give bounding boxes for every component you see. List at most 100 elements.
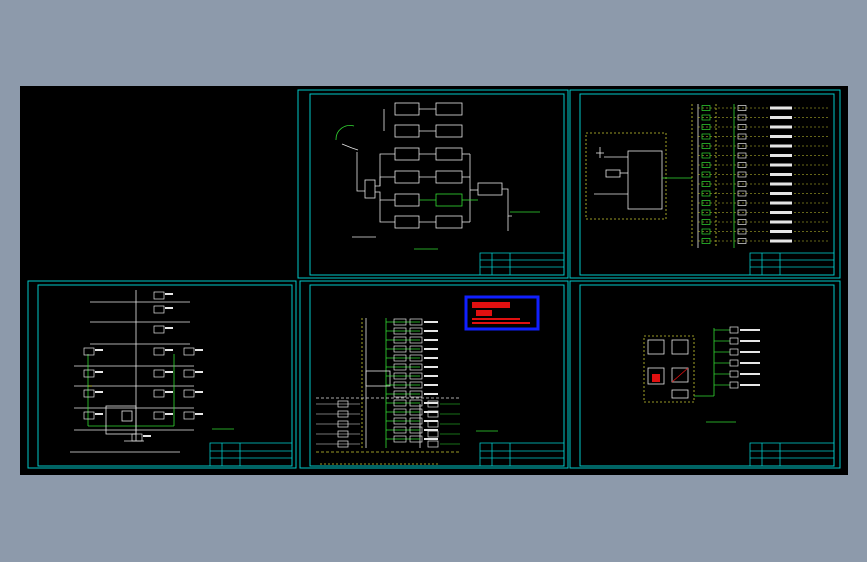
output-label [740,329,760,331]
riser-label [770,163,792,167]
riser-label [770,106,792,110]
panel-label [424,366,438,368]
breaker-symbol [393,345,407,353]
outlet-symbol [737,133,747,140]
riser-label [770,135,792,138]
outlet-symbol [737,171,747,178]
riser-label [770,125,792,129]
breaker-symbol [393,426,407,434]
device-label [95,371,103,373]
tap-symbol [701,105,711,111]
panel-label [424,438,438,440]
tap-symbol [701,219,711,225]
title-blocks [209,252,835,467]
device-label [165,391,173,393]
tv-outlet-icon [153,305,165,314]
device-label [195,413,203,415]
breaker-symbol [409,372,423,380]
device-label [95,391,103,393]
drawing-sheets [27,89,841,469]
output-label [740,362,760,364]
branch-symbol [337,420,349,428]
output-connector-icon [729,359,739,367]
breaker-symbol [409,417,423,425]
breaker-symbol [409,390,423,398]
tap-symbol [701,114,711,121]
device-label [165,327,173,329]
panel-label [424,402,438,404]
panel-label [424,393,438,395]
riser-label [770,116,792,119]
breaker-symbol [393,408,407,416]
riser-label [770,201,792,205]
riser-label [770,173,792,176]
output-connector-icon [729,370,739,378]
tap-symbol [701,238,711,244]
output-label [740,373,760,375]
breaker-symbol [393,354,407,362]
tv-outlet-icon [83,369,95,378]
tap-symbol [701,209,711,216]
device-label [95,349,103,351]
tv-outlet-icon [83,411,95,420]
output-label [740,340,760,342]
riser-diagram [585,104,735,248]
breaker-symbol [393,381,407,389]
tv-outlet-icon [153,347,165,356]
branch-symbol [337,410,349,418]
device-label [195,371,203,373]
riser-label [770,239,792,243]
tap-symbol [701,124,711,130]
output-connector-icon [729,381,739,389]
tap-symbol [701,171,711,178]
breaker-symbol [409,399,423,407]
output-connector-icon [729,348,739,356]
outlet-symbol [737,228,747,235]
tv-outlet-icon [153,291,165,300]
breaker-symbol [393,435,407,443]
sheet-frames [27,89,841,469]
outlet-symbol [737,238,747,244]
tap-symbol [701,162,711,168]
output-connector-icon [729,326,739,334]
tv-outlet-icon [131,433,143,442]
branch-symbol [427,430,439,438]
tap-symbol [701,143,711,149]
riser-rows [698,105,828,244]
breaker-symbol [393,318,407,326]
panel-label [424,357,438,359]
breaker-symbol [393,417,407,425]
tap-symbol [701,200,711,206]
output-label [740,351,760,353]
breaker-symbol [393,327,407,335]
riser-label [770,230,792,233]
breaker-symbol [409,327,423,335]
tv-outlet-icon [183,369,195,378]
breaker-symbol [409,408,423,416]
breaker-symbol [409,363,423,371]
tv-outlet-icon [153,389,165,398]
breaker-symbol [409,435,423,443]
tap-symbol [701,181,711,187]
floor-devices [83,291,203,442]
panel-label [424,339,438,341]
branch-symbol [427,440,439,448]
device-label [95,413,103,415]
red-stamp [464,295,540,331]
outlet-symbol [737,209,747,216]
breaker-symbol [393,363,407,371]
branch-symbol [427,410,439,418]
panel-label [424,330,438,332]
branch-symbol [427,400,439,408]
outlet-symbol [737,124,747,130]
outlet-symbol [737,143,747,149]
breaker-symbol [409,354,423,362]
output-label [740,384,760,386]
cad-drawing-canvas[interactable] [20,86,848,475]
riser-label [770,192,792,195]
tap-symbol [701,133,711,140]
tv-outlet-icon [83,347,95,356]
branch-symbol [337,400,349,408]
breaker-symbol [409,426,423,434]
breaker-symbol [393,372,407,380]
